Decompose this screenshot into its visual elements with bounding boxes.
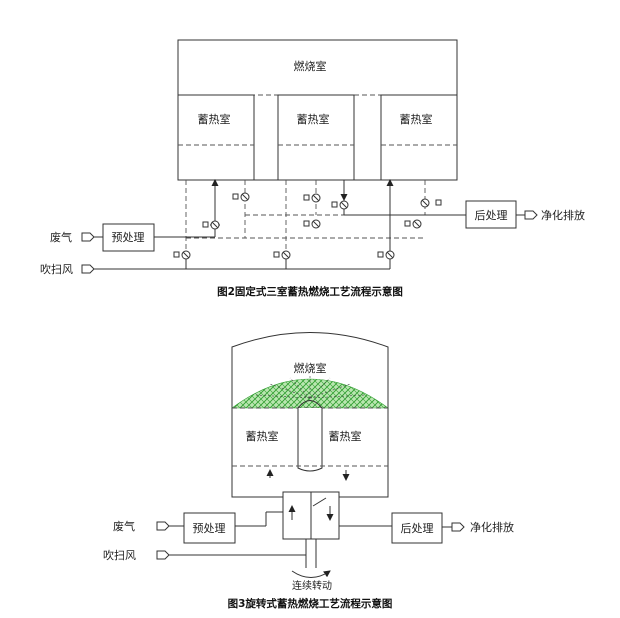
fig3-purge-air-arrow-icon xyxy=(156,550,170,560)
fig2-discharge-arrow-icon xyxy=(524,210,538,220)
valve-icon xyxy=(377,250,395,260)
valve-icon xyxy=(303,193,321,203)
fig2-valves xyxy=(173,192,442,260)
fig3-post-treatment-box xyxy=(391,512,443,544)
fig2-regen-label-2: 蓄热室 xyxy=(297,112,330,126)
fig3-regen-right-label: 蓄热室 xyxy=(329,429,362,443)
fig2-regen-label-3: 蓄热室 xyxy=(400,112,433,126)
valve-icon xyxy=(331,200,349,210)
fig2-purge-air-arrow-icon xyxy=(81,264,95,274)
fig3-clean-discharge-label: 净化排放 xyxy=(470,520,514,534)
valve-icon xyxy=(232,192,250,202)
valve-icon xyxy=(303,219,321,229)
fig2-waste-gas-label: 废气 xyxy=(50,230,72,244)
fig3-waste-gas-arrow-icon xyxy=(156,521,170,531)
fig3-discharge-arrow-icon xyxy=(451,522,465,532)
fig2-pretreatment-box xyxy=(102,223,155,252)
valve-icon xyxy=(202,220,220,230)
fig2-ducts xyxy=(185,180,466,255)
fig3-waste-gas-label: 废气 xyxy=(113,519,135,533)
fig3-post-treatment-label: 后处理 xyxy=(401,522,434,535)
fig2-purge-air-label: 吹扫风 xyxy=(40,263,73,276)
valve-icon xyxy=(173,250,191,260)
fig2-regen-label-1: 蓄热室 xyxy=(198,112,231,126)
fig3-pretreatment-box xyxy=(183,512,236,544)
fig2-regen-chamber-2: 蓄热室 xyxy=(277,94,355,181)
fig3-rotation-arrow-icon xyxy=(291,570,331,578)
fig3-combustion-label: 燃烧室 xyxy=(294,361,327,375)
fig3-purge-air-label: 吹扫风 xyxy=(103,549,136,562)
fig3-radial-lines xyxy=(254,376,366,399)
fig3-pretreatment-label: 预处理 xyxy=(193,522,226,535)
fig2-caption: 图2固定式三室蓄热燃烧工艺流程示意图 xyxy=(217,285,403,298)
fig3-regen-left-label: 蓄热室 xyxy=(246,429,279,443)
fig2-waste-gas-arrow-icon xyxy=(81,232,95,242)
figure-2: 燃烧室 蓄热室 蓄热室 蓄热室 xyxy=(40,39,585,298)
valve-icon xyxy=(420,198,442,208)
fig3-caption: 图3旋转式蓄热燃烧工艺流程示意图 xyxy=(228,597,393,610)
fig3-rotation-label: 连续转动 xyxy=(292,579,332,592)
figure-3: 燃烧室 蓄热室 蓄热室 连续转动 xyxy=(103,332,514,610)
fig2-clean-discharge-label: 净化排放 xyxy=(541,208,585,222)
fig2-combustion-label: 燃烧室 xyxy=(294,59,327,73)
valve-icon xyxy=(273,250,291,260)
fig3-divider-tube xyxy=(297,408,323,472)
fig2-regen-chamber-1: 蓄热室 xyxy=(177,94,255,181)
fig2-post-treatment-label: 后处理 xyxy=(475,209,508,222)
fig2-regen-chamber-3: 蓄热室 xyxy=(380,94,458,181)
valve-icon xyxy=(404,219,422,229)
fig2-pretreatment-label: 预处理 xyxy=(112,231,145,244)
